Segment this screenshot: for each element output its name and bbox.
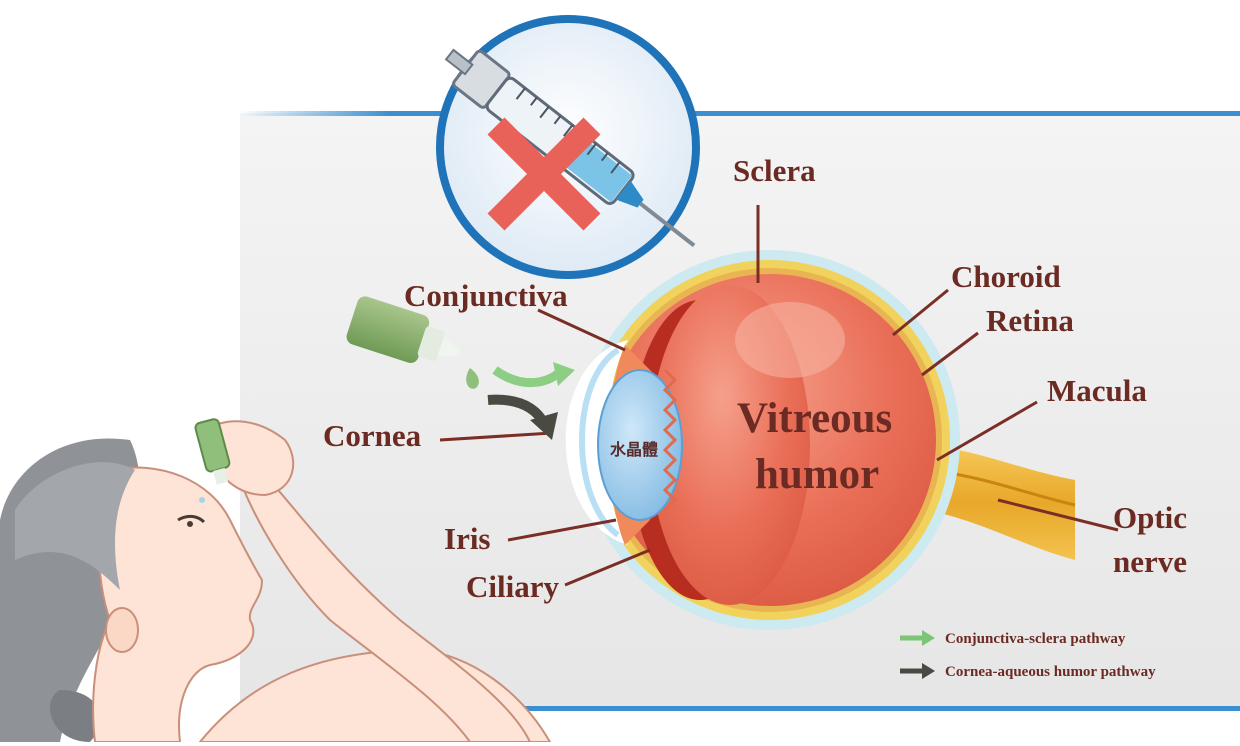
legend-label-conjunctiva-sclera: Conjunctiva-sclera pathway [945, 631, 1126, 647]
sclera-label: Sclera [733, 153, 816, 188]
vitreous-humor-label-line1: Vitreous [737, 395, 892, 442]
optic-nerve-label-line2: nerve [1113, 544, 1187, 579]
optic-nerve-label-line1: Optic [1113, 500, 1187, 535]
retina-label: Retina [986, 303, 1074, 338]
choroid-label: Choroid [951, 259, 1061, 294]
conjunctiva-label: Conjunctiva [404, 278, 568, 313]
iris-label: Iris [444, 521, 491, 556]
ciliary-label: Ciliary [466, 569, 559, 604]
macula-label: Macula [1047, 373, 1147, 408]
cornea-label: Cornea [323, 418, 422, 453]
vitreous-humor-label-line2: humor [755, 451, 879, 498]
legend-label-cornea-aqueous: Cornea-aqueous humor pathway [945, 664, 1156, 680]
lens-label: 水晶體 [610, 440, 658, 459]
